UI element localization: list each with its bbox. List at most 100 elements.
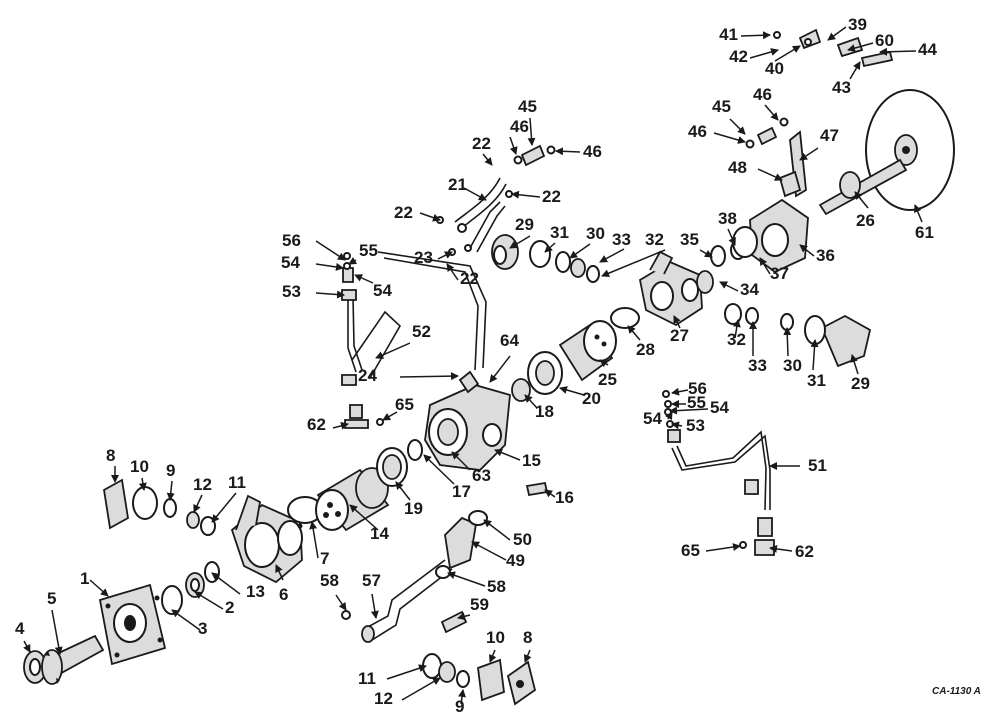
leader-line-53	[315, 290, 345, 299]
callout-8: 8	[106, 446, 115, 465]
callout-19: 19	[404, 499, 423, 518]
leader-line-58	[447, 571, 486, 587]
leader-line-4	[23, 640, 31, 653]
callout-11: 11	[358, 669, 376, 688]
leader-line-30	[783, 327, 792, 357]
callout-55: 55	[359, 241, 378, 260]
callout-47: 47	[820, 126, 839, 145]
callout-62: 62	[307, 415, 326, 434]
leader-line-3	[171, 609, 201, 631]
callout-41: 41	[719, 25, 738, 44]
callout-53: 53	[686, 416, 705, 435]
leader-line-9	[458, 689, 466, 705]
leader-line-62	[332, 421, 349, 430]
leader-line-25	[599, 359, 609, 368]
leader-line-33	[599, 248, 625, 263]
leader-line-61	[913, 204, 923, 223]
leader-line-5	[51, 609, 63, 655]
callout-10: 10	[486, 628, 505, 647]
callout-28: 28	[636, 340, 655, 359]
callout-25: 25	[598, 370, 617, 389]
leader-line-64	[489, 355, 511, 383]
callout-11: 11	[228, 473, 246, 492]
callout-15: 15	[522, 451, 541, 470]
leader-line-7	[309, 521, 319, 559]
callout-46: 46	[753, 85, 772, 104]
callout-52: 52	[412, 322, 431, 341]
callout-12: 12	[193, 475, 212, 494]
leader-line-20	[559, 386, 585, 396]
callout-37: 37	[770, 264, 789, 283]
callout-27: 27	[670, 326, 689, 345]
callout-34: 34	[740, 280, 759, 299]
leader-line-14	[349, 504, 379, 531]
leader-line-35	[699, 249, 713, 258]
leader-line-36	[799, 244, 815, 257]
callout-44: 44	[918, 40, 937, 59]
leader-line-11	[211, 492, 237, 523]
leader-line-44	[879, 47, 917, 56]
drawing-code: CA-1130 A	[932, 686, 981, 697]
callout-51: 51	[808, 456, 827, 475]
leader-line-34	[719, 281, 739, 292]
oil-tubes	[377, 251, 487, 371]
callout-65: 65	[681, 541, 700, 560]
callout-29: 29	[851, 374, 870, 393]
leader-line-1	[89, 579, 109, 597]
callout-32: 32	[645, 230, 664, 249]
leader-line-31	[810, 339, 819, 371]
callout-56: 56	[688, 379, 707, 398]
leader-line-27	[673, 315, 681, 329]
leader-line-15	[494, 448, 521, 461]
leader-line-54	[669, 406, 709, 415]
leader-line-45	[527, 117, 536, 146]
leader-line-42	[749, 48, 779, 59]
oil-line-21	[454, 177, 507, 253]
leader-line-39	[827, 26, 847, 41]
leader-line-28	[627, 325, 641, 341]
callout-12: 12	[374, 689, 393, 708]
leader-line-47	[799, 147, 819, 161]
callout-38: 38	[718, 209, 737, 228]
callout-45: 45	[712, 97, 731, 116]
leader-line-6	[275, 564, 284, 581]
callout-60: 60	[875, 31, 894, 50]
callout-18: 18	[535, 402, 554, 421]
leader-lines	[23, 26, 923, 705]
callout-22: 22	[460, 269, 479, 288]
leader-line-50	[483, 519, 511, 541]
callout-55: 55	[687, 393, 706, 412]
leader-line-40	[774, 45, 801, 62]
leader-line-46	[555, 147, 581, 156]
leader-line-37	[759, 257, 771, 275]
callout-43: 43	[832, 78, 851, 97]
leader-line-46	[509, 136, 518, 155]
callout-30: 30	[783, 356, 802, 375]
leader-line-22	[446, 263, 459, 281]
leader-line-23	[437, 251, 453, 260]
callout-58: 58	[487, 577, 506, 596]
pump-gears-part	[315, 467, 390, 532]
callout-21: 21	[448, 175, 467, 194]
cover-8-bottom	[422, 653, 537, 706]
leader-line-31	[544, 242, 556, 253]
callout-39: 39	[848, 15, 867, 34]
callout-3: 3	[198, 619, 207, 638]
leader-line-65	[382, 411, 398, 421]
leader-line-59	[457, 612, 471, 621]
leader-line-53	[671, 421, 683, 430]
leader-line-54	[315, 263, 344, 271]
leader-line-56	[315, 240, 346, 261]
callout-57: 57	[362, 571, 381, 590]
leader-line-22	[511, 190, 541, 199]
drive-shaft-part	[23, 634, 105, 685]
cover-29-upper	[491, 234, 600, 283]
leader-line-32	[601, 249, 666, 278]
leader-line-16	[544, 489, 556, 498]
callout-45: 45	[518, 97, 537, 116]
callout-65: 65	[395, 395, 414, 414]
leader-line-49	[471, 541, 507, 561]
leader-line-43	[849, 61, 861, 80]
